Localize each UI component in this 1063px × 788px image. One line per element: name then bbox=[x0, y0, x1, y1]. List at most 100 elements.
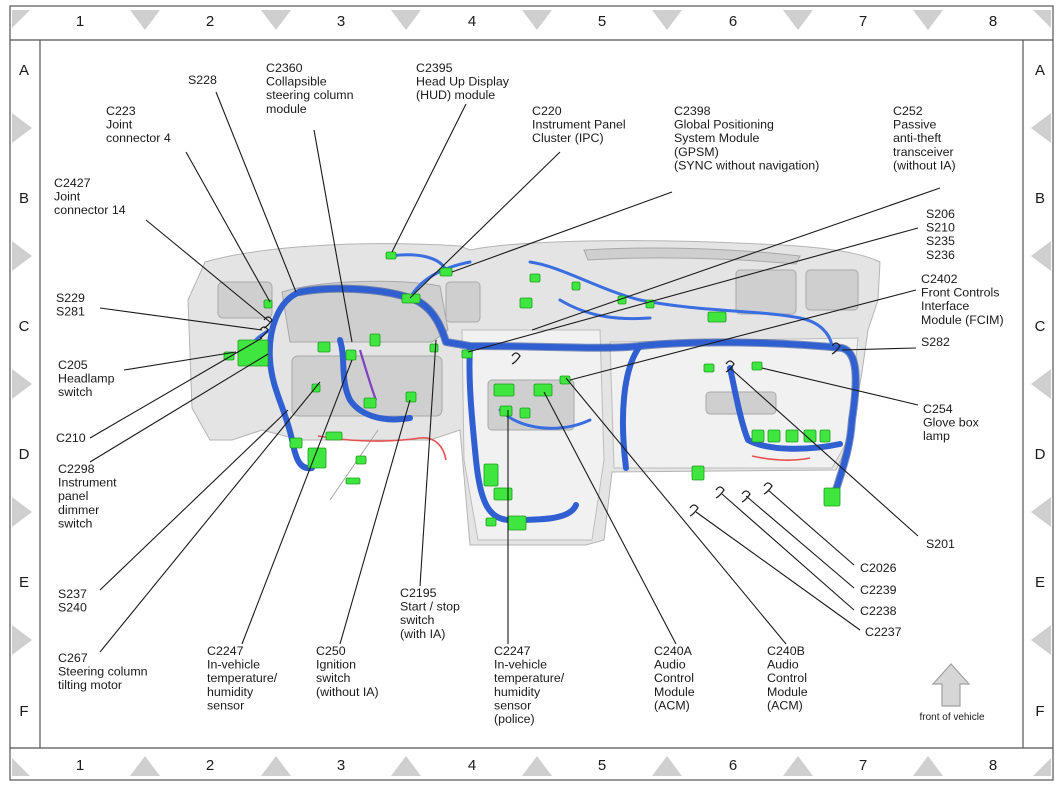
callout-line: C2238 bbox=[860, 604, 897, 618]
callout-line: Collapsible bbox=[266, 75, 327, 89]
edge-marker-top bbox=[130, 10, 160, 30]
leader-line-c2237 bbox=[695, 511, 861, 631]
front-of-vehicle-label: front of vehicle bbox=[919, 712, 984, 723]
callout-c2026: C2026 bbox=[860, 561, 897, 575]
splice-marker bbox=[511, 352, 521, 365]
grid-col-top-8: 8 bbox=[989, 13, 997, 30]
callout-line: S240 bbox=[58, 601, 87, 615]
callout-line: C210 bbox=[56, 431, 86, 445]
callout-line: S229 bbox=[56, 291, 85, 305]
callout-line: connector 4 bbox=[106, 131, 171, 145]
leader-line-c2195 bbox=[419, 339, 437, 587]
leader-line-c240a bbox=[543, 391, 677, 645]
splice-marker bbox=[715, 486, 725, 499]
edge-marker-bottom bbox=[783, 756, 813, 776]
edge-marker-bottom bbox=[391, 756, 421, 776]
splice-marker bbox=[741, 490, 751, 503]
leader-line-c2239 bbox=[745, 495, 855, 589]
leader-line-c220 bbox=[409, 151, 561, 299]
callout-line: Cluster (IPC) bbox=[532, 131, 604, 145]
callout-line: switch bbox=[58, 516, 93, 530]
callout-line: Front Controls bbox=[921, 286, 1000, 300]
connector-marker bbox=[345, 349, 357, 361]
leader-line-c252 bbox=[531, 187, 941, 331]
callout-line: anti-theft bbox=[893, 131, 942, 145]
leader-line-c2247a bbox=[241, 359, 353, 645]
grid-row-right-A: A bbox=[1035, 62, 1045, 79]
connector-marker bbox=[485, 517, 497, 527]
callout-line: C254 bbox=[923, 402, 953, 416]
grid-row-left-F: F bbox=[19, 703, 28, 720]
connector-marker bbox=[385, 251, 397, 260]
grid-col-top-2: 2 bbox=[206, 13, 214, 30]
leader-line-c250 bbox=[339, 399, 411, 645]
callout-line: Module bbox=[654, 685, 695, 699]
callout-line: S228 bbox=[188, 73, 217, 87]
callout-line: In-vehicle bbox=[494, 658, 547, 672]
right-air-vent-outer bbox=[805, 269, 859, 311]
grid-row-left-E: E bbox=[19, 574, 29, 591]
edge-marker-corner bbox=[1033, 10, 1051, 28]
center-stack-branch bbox=[466, 343, 579, 523]
callout-line: temperature/ bbox=[207, 671, 278, 685]
edge-marker-bottom bbox=[130, 756, 160, 776]
connector-marker bbox=[405, 391, 417, 403]
connector-marker bbox=[691, 465, 705, 481]
edge-marker-bottom bbox=[652, 756, 682, 776]
connector-marker bbox=[439, 267, 453, 277]
callout-line: connector 14 bbox=[54, 203, 126, 217]
leader-line-c2402 bbox=[569, 289, 917, 381]
callout-line: Joint bbox=[106, 118, 133, 132]
grid-row-right-D: D bbox=[1035, 446, 1046, 463]
callout-line: S201 bbox=[926, 537, 955, 551]
leader-line-s228 bbox=[215, 91, 297, 293]
edge-marker-left bbox=[12, 369, 32, 399]
splice-marker bbox=[831, 342, 841, 355]
edge-marker-corner bbox=[12, 10, 30, 28]
callout-line: S236 bbox=[926, 248, 955, 262]
connector-marker bbox=[345, 477, 361, 485]
connector-marker bbox=[317, 341, 331, 353]
callout-line: temperature/ bbox=[494, 671, 565, 685]
callout-line: C240A bbox=[654, 644, 693, 658]
connector-marker bbox=[823, 487, 841, 507]
audio-module-branch bbox=[558, 298, 652, 321]
grid-row-right-C: C bbox=[1035, 318, 1046, 335]
callout-line: S281 bbox=[56, 305, 85, 319]
leader-line-c240b bbox=[565, 377, 787, 645]
callout-c2238: C2238 bbox=[860, 604, 897, 618]
connector-marker bbox=[507, 515, 527, 531]
passenger-lower-branch bbox=[619, 343, 643, 471]
leader-line-c254 bbox=[761, 367, 919, 406]
grid-row-left-C: C bbox=[19, 318, 30, 335]
callout-line: C2247 bbox=[494, 644, 531, 658]
center-air-vent bbox=[445, 281, 481, 323]
connector-marker bbox=[519, 407, 531, 419]
callout-line: sensor bbox=[494, 698, 531, 712]
callout-line: Module (FCIM) bbox=[921, 313, 1004, 327]
callout-c2237: C2237 bbox=[865, 625, 902, 639]
leader-line-c2298 bbox=[89, 353, 269, 463]
grid-col-bottom-6: 6 bbox=[729, 757, 737, 774]
callout-s282: S282 bbox=[921, 335, 950, 349]
connector-marker bbox=[785, 429, 799, 443]
edge-marker-right bbox=[1031, 113, 1051, 143]
callout-line: C2427 bbox=[54, 176, 91, 190]
grid-col-bottom-4: 4 bbox=[468, 757, 476, 774]
connector-marker bbox=[355, 455, 367, 465]
callout-line: lamp bbox=[923, 429, 950, 443]
connector-marker bbox=[429, 343, 439, 353]
grid-col-top-5: 5 bbox=[598, 13, 606, 30]
connector-marker bbox=[767, 429, 781, 443]
callout-line: humidity bbox=[494, 685, 541, 699]
leader-line-c2026 bbox=[767, 489, 855, 566]
